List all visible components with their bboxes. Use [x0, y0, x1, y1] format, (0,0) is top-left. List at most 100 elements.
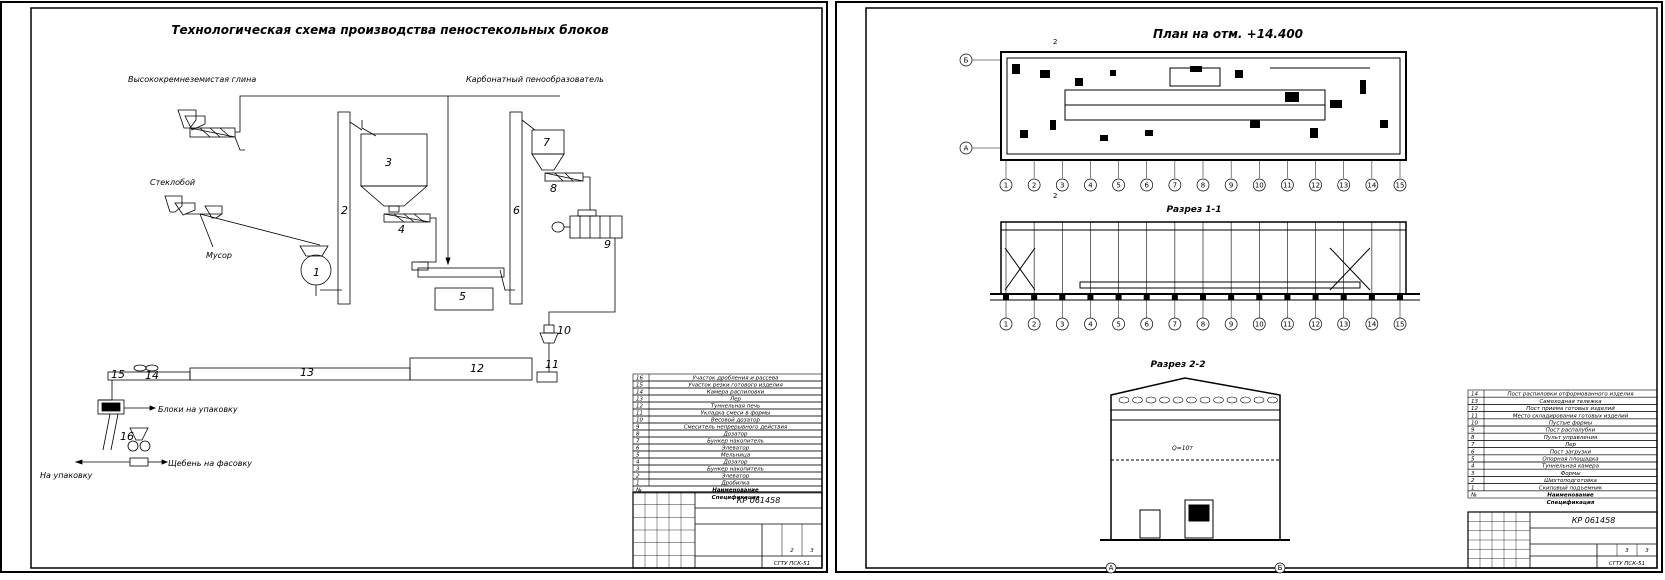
- section2-axis-bubble: [1274, 562, 1286, 574]
- spec-row: [1467, 440, 1658, 448]
- spec-pos: 12: [1471, 406, 1478, 412]
- cut-mark-top: 2: [1053, 38, 1057, 46]
- stamp-org: СГТУ ПСК-51: [774, 561, 810, 567]
- axis-label: 2: [1032, 182, 1036, 190]
- axis-bubble: [1224, 317, 1238, 331]
- axis-bubble: [1055, 317, 1069, 331]
- axis-label: 14: [1367, 321, 1376, 329]
- section-2-title: Разрез 2-2: [1150, 360, 1205, 370]
- roof-window: [1145, 396, 1157, 404]
- axis-label: 9: [1229, 321, 1233, 329]
- spec-pos: 1: [1471, 485, 1475, 491]
- crusher: [299, 245, 342, 296]
- axis-label: 1: [1004, 321, 1008, 329]
- plan-equipment-marks: [1012, 64, 1388, 141]
- roof-window: [1132, 396, 1143, 404]
- spec-pos: 6: [636, 446, 640, 452]
- spec-pos: 10: [636, 418, 643, 424]
- spec-name: Место складирования готовых изделий: [1513, 413, 1629, 419]
- foundation: [1115, 294, 1122, 300]
- foundation: [1003, 294, 1009, 300]
- roof-windows: [1118, 396, 1278, 404]
- equipment-number: 12: [470, 362, 484, 375]
- spec-name: Смеситель непрерывного действия: [684, 425, 788, 431]
- axis-bubble: [1309, 317, 1322, 331]
- axis-label: 4: [1088, 321, 1093, 329]
- plan-equipment: [1235, 70, 1243, 78]
- spec-name: Пульт управления: [1544, 435, 1598, 441]
- plan-equipment: [1050, 120, 1056, 130]
- plan-equipment: [1190, 66, 1202, 72]
- roof-window: [1118, 396, 1130, 404]
- spec-name: Камера распиловки: [707, 390, 765, 396]
- roof-window: [1159, 396, 1170, 404]
- axis-label: 14: [1367, 182, 1376, 190]
- axis-label: 5: [1116, 321, 1120, 329]
- plan-equipment: [1100, 135, 1108, 141]
- axis-label: 6: [1144, 321, 1149, 329]
- stamp-org: СГТУ ПСК-51: [1609, 561, 1645, 567]
- axis-bubble: [1084, 317, 1097, 331]
- axis-label: 10: [1255, 321, 1264, 329]
- roof-window: [1186, 396, 1197, 404]
- spec-name: Элеватор: [721, 474, 750, 480]
- roof-window: [1240, 396, 1251, 404]
- axis-label: 11: [1283, 321, 1292, 329]
- spec-name: Элеватор: [721, 446, 750, 452]
- axis-label: 8: [1201, 321, 1205, 329]
- spec-pos: 14: [636, 390, 643, 396]
- label-trash: Мусор: [206, 251, 232, 260]
- axis-label: 7: [1173, 321, 1177, 329]
- axis-bubble: [999, 317, 1013, 331]
- label-to-pack: На упаковку: [40, 471, 93, 480]
- axis-label: 6: [1144, 182, 1149, 190]
- spec-name: Формы: [1560, 471, 1581, 477]
- dosing-8: [544, 172, 591, 210]
- spec-pos: 3: [636, 467, 640, 473]
- plan-equipment: [1040, 70, 1050, 78]
- axis-label: 13: [1339, 182, 1348, 190]
- plan-equipment: [1145, 130, 1153, 136]
- equipment-number: 1: [313, 266, 320, 279]
- foundation: [1087, 294, 1094, 300]
- label-carbonate: Карбонатный пенообразователь: [466, 75, 604, 84]
- spec-pos: 9: [1471, 428, 1475, 434]
- spec-name: Самоходная тележка: [1539, 399, 1602, 405]
- equipment-number: 5: [459, 290, 466, 303]
- cullet-feeder: [164, 195, 321, 248]
- axis-bubble: [1337, 317, 1351, 331]
- axis-bubble: [1055, 178, 1069, 192]
- axis-bubble: [1196, 317, 1210, 331]
- spec-pos: 11: [636, 411, 643, 417]
- spec-pos: 8: [636, 432, 640, 438]
- plan-equipment: [1075, 78, 1083, 86]
- sheet-1-inner-frame: [30, 7, 823, 569]
- sheet-1: Технологическая схема производства пенос…: [0, 1, 828, 573]
- axis-bubble: [1168, 178, 1182, 192]
- spec-pos: 12: [636, 404, 643, 410]
- axis-bubble: [1252, 178, 1266, 192]
- section-2-2: [1100, 377, 1290, 541]
- section-1-1: [990, 221, 1420, 301]
- mixer-9: [548, 209, 623, 325]
- axis-bubble: [1140, 178, 1154, 192]
- axis-label: 3: [1060, 182, 1064, 190]
- spec-pos: 16: [636, 376, 643, 382]
- axis-bubble: [1281, 178, 1294, 192]
- roof-window: [1213, 396, 1224, 404]
- spec-pos: 2: [1471, 478, 1475, 484]
- spec-pos-header: №: [635, 488, 642, 494]
- foundation: [1284, 294, 1291, 300]
- spec-row: [632, 394, 823, 403]
- equipment-number: 2: [341, 204, 348, 217]
- spec-name: Опорная площадка: [1542, 457, 1599, 463]
- plan-equipment: [1360, 80, 1366, 94]
- equipment-number: 9: [604, 238, 611, 251]
- axis-bubble: [999, 178, 1013, 192]
- spec-pos: 10: [1471, 421, 1478, 427]
- section2-axis-label: А: [1109, 564, 1114, 572]
- stamp-code: КР 061458: [737, 496, 781, 505]
- spec-name: Бункер накопитель: [707, 439, 764, 445]
